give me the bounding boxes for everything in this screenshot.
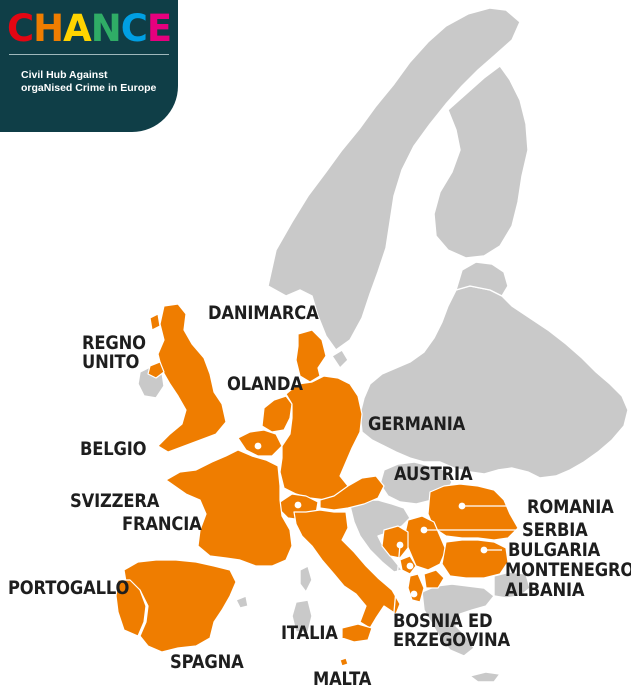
label-belgio: BELGIO xyxy=(80,438,147,460)
label-francia: FRANCIA xyxy=(122,513,202,535)
label-olanda: OLANDA xyxy=(227,373,303,395)
label-serbia: SERBIA xyxy=(522,519,588,541)
label-romania: ROMANIA xyxy=(527,496,614,518)
logo-letter-e: E xyxy=(146,7,172,50)
country-italia xyxy=(293,509,401,629)
island-baltic xyxy=(331,349,349,369)
island-scotland xyxy=(149,313,161,331)
country-baltics xyxy=(455,261,509,297)
label-spagna: SPAGNA xyxy=(170,651,244,673)
country-olanda xyxy=(261,395,293,433)
pin-svizzera xyxy=(294,501,302,509)
logo-letter-n: N xyxy=(90,7,122,50)
logo-letter-h: H xyxy=(33,7,64,50)
country-romania xyxy=(427,483,519,541)
label-portogallo: PORTOGALLO xyxy=(8,577,130,599)
island-balearic xyxy=(235,595,249,609)
label-montenegro: MONTENEGRO xyxy=(505,559,631,581)
country-albania xyxy=(407,573,425,603)
island-sardinia xyxy=(291,599,313,633)
logo-tagline: Civil Hub Against orgaNised Crime in Eur… xyxy=(21,69,156,95)
country-belgio xyxy=(237,429,283,457)
label-svizzera: SVIZZERA xyxy=(70,490,160,512)
label-malta: MALTA xyxy=(313,668,372,690)
label-bulgaria: BULGARIA xyxy=(508,539,601,561)
country-malta xyxy=(339,657,349,667)
logo-letter-c2: C xyxy=(120,7,148,50)
label-germania: GERMANIA xyxy=(368,413,466,435)
country-northern-ireland xyxy=(147,361,165,379)
country-eastern-europe xyxy=(359,285,629,479)
logo-letter-a: A xyxy=(63,7,92,50)
pin-albania xyxy=(410,590,418,598)
logo-divider xyxy=(9,54,169,55)
label-bosnia: BOSNIA ED ERZEGOVINA xyxy=(393,610,510,651)
leader-bosnia xyxy=(393,544,401,613)
tagline-line-1: Civil Hub Against xyxy=(21,69,108,81)
chance-logo: CHANCE xyxy=(7,7,172,50)
country-regno-unito xyxy=(157,303,227,453)
island-corsica xyxy=(299,565,313,593)
pin-montenegro xyxy=(406,562,414,570)
country-spagna xyxy=(123,559,237,653)
logo-letter-c1: C xyxy=(7,7,34,50)
country-danimarca xyxy=(295,329,327,383)
pin-belgio xyxy=(254,442,262,450)
island-crete xyxy=(469,671,501,683)
label-regno-unito: REGNO UNITO xyxy=(82,332,146,373)
label-austria: AUSTRIA xyxy=(394,463,473,485)
country-turkey xyxy=(493,571,531,599)
country-bulgaria xyxy=(441,539,509,579)
country-portogallo xyxy=(115,579,147,637)
tagline-line-2: orgaNised Crime in Europe xyxy=(21,82,157,94)
country-austria xyxy=(319,475,385,511)
label-albania: ALBANIA xyxy=(505,579,585,601)
country-norway-sweden xyxy=(267,7,521,351)
island-sicily xyxy=(341,623,373,643)
country-francia xyxy=(165,449,293,567)
label-danimarca: DANIMARCA xyxy=(208,302,319,324)
label-italia: ITALIA xyxy=(281,622,338,644)
country-croatia xyxy=(349,499,411,573)
country-macedonia xyxy=(423,569,445,589)
country-finland xyxy=(433,65,529,259)
chance-logo-badge: CHANCE Civil Hub Against orgaNised Crime… xyxy=(0,0,178,132)
country-greece xyxy=(421,583,495,657)
country-bosnia xyxy=(381,525,409,559)
